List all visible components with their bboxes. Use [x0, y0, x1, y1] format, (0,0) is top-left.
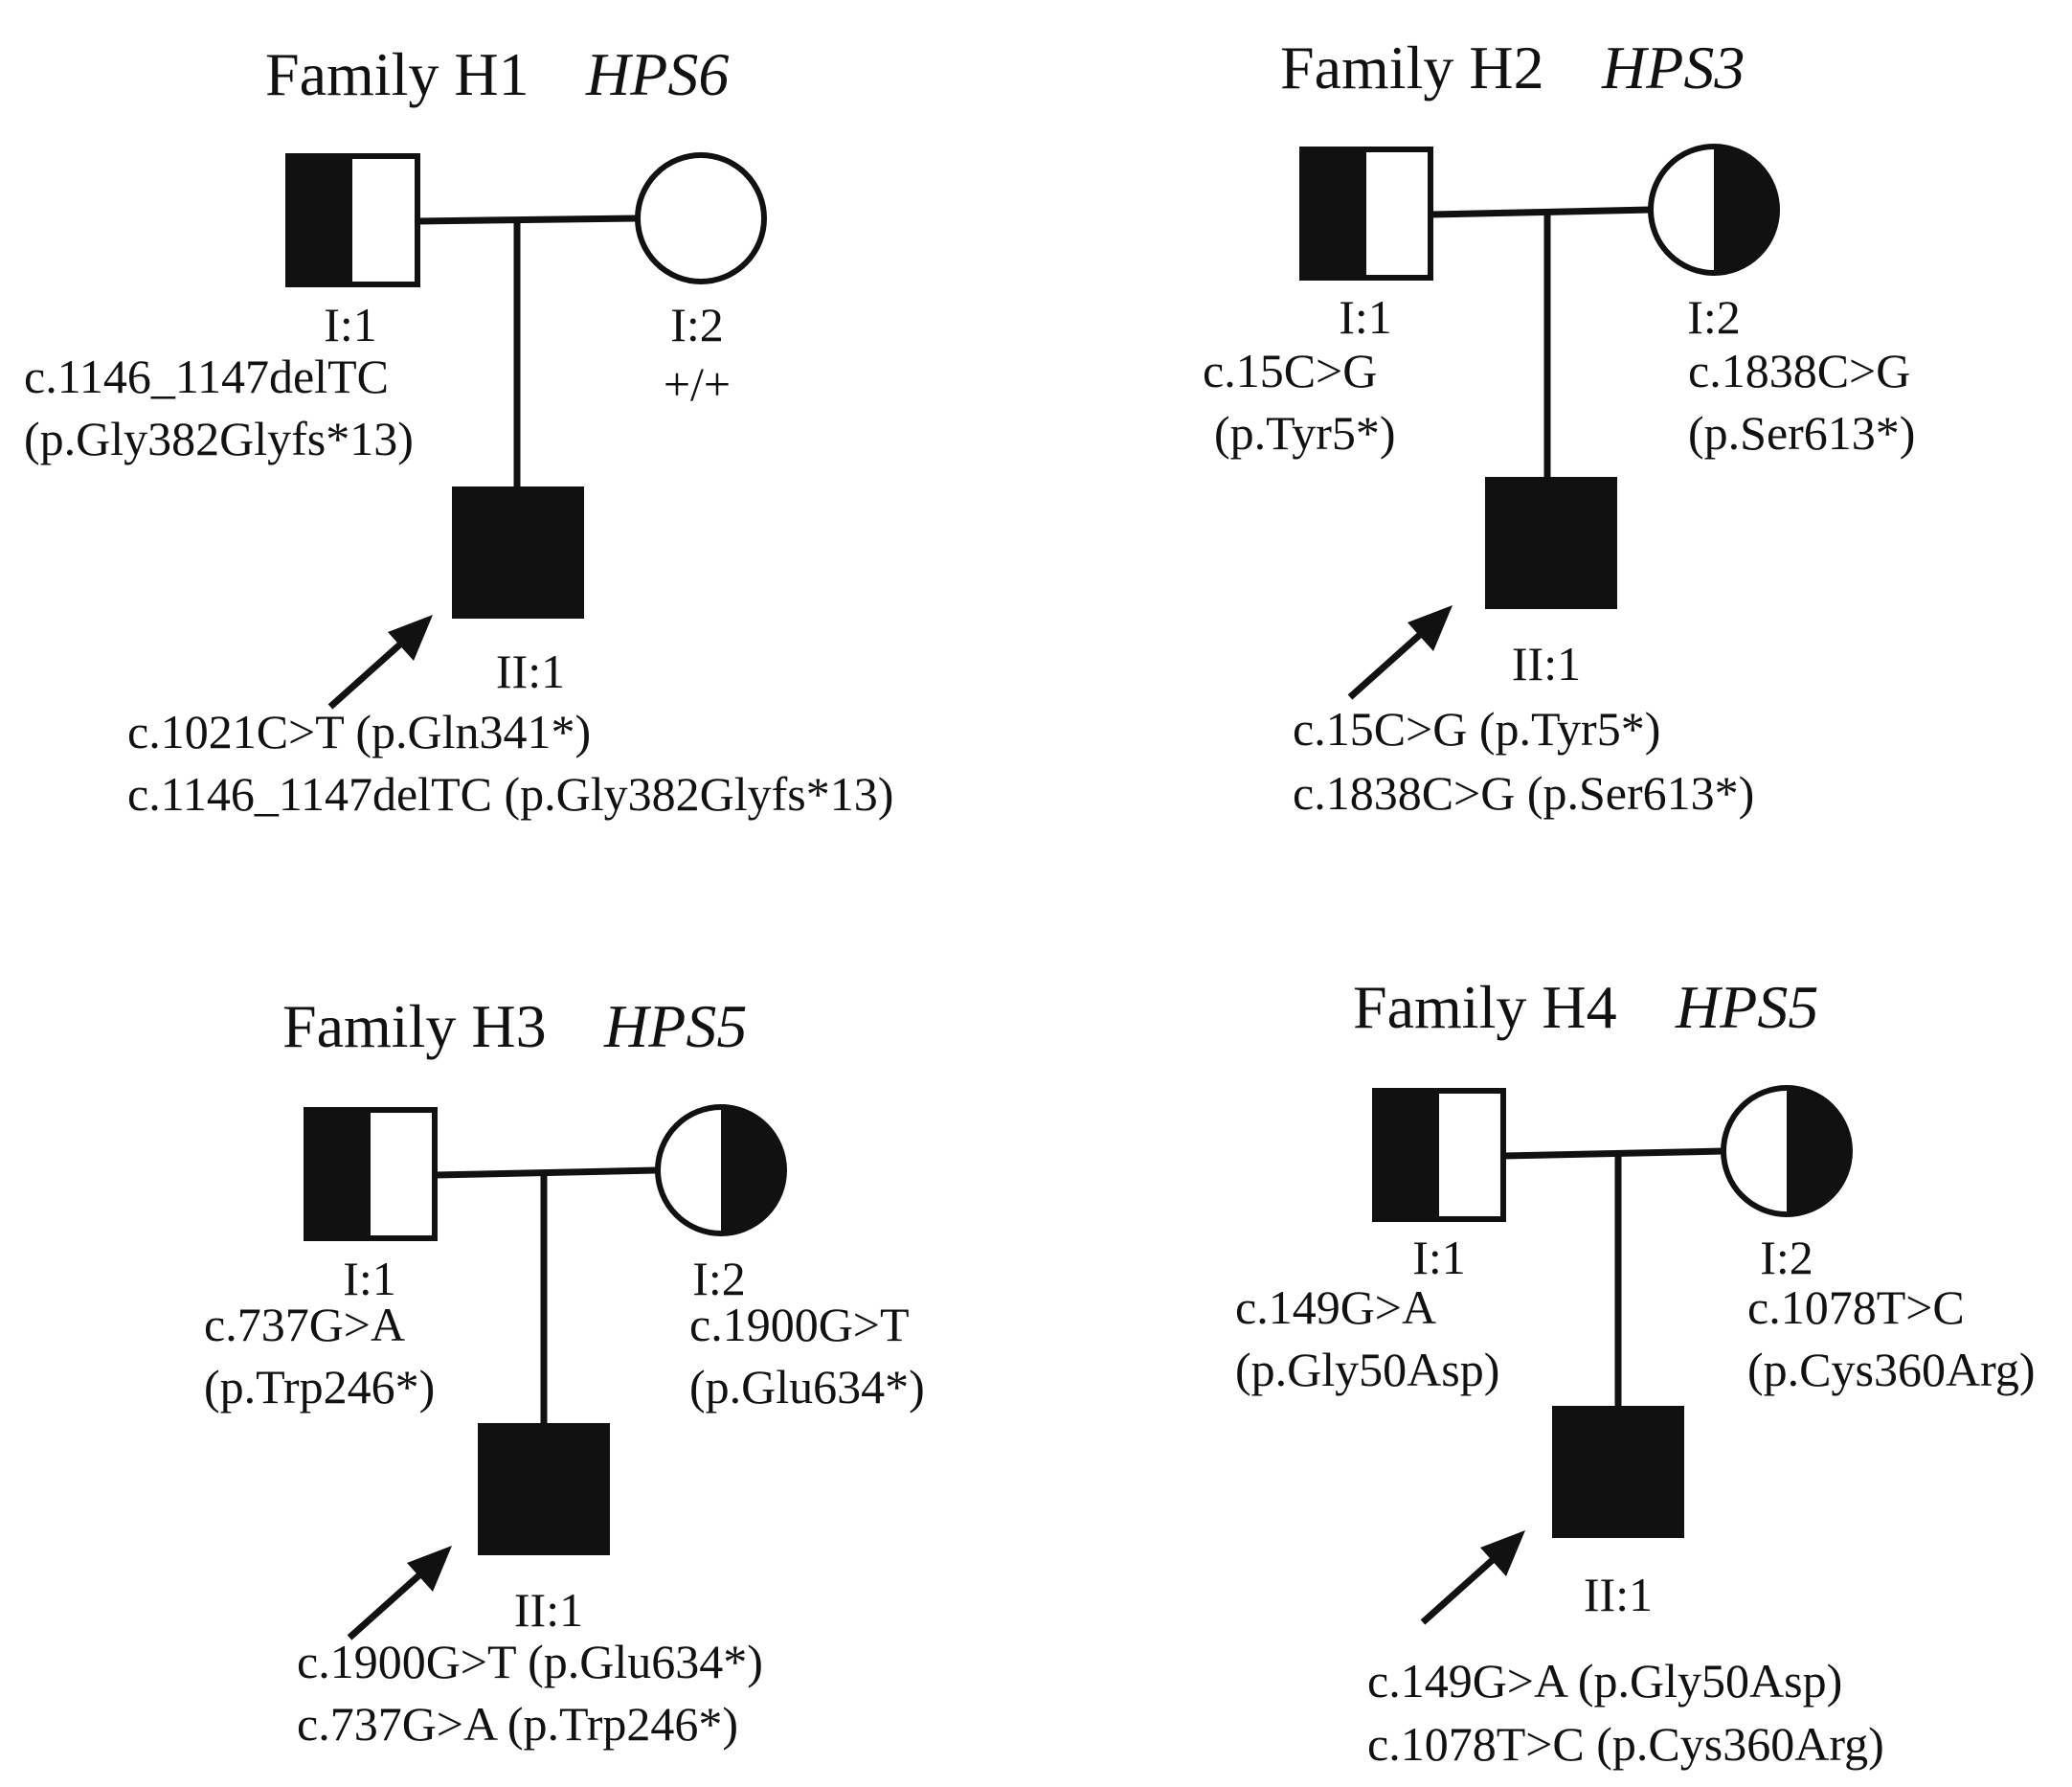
- proband-id: II:1: [496, 645, 565, 698]
- proband-arrowhead: [1480, 1530, 1525, 1576]
- proband-arrow: [1347, 622, 1434, 700]
- family-title: Family H4: [1353, 973, 1617, 1041]
- father-id: I:1: [324, 298, 377, 351]
- mating-line: [417, 215, 639, 225]
- proband-arrowhead: [1408, 605, 1453, 651]
- mating-line: [1502, 1147, 1724, 1160]
- mother-symbol: [1648, 144, 1780, 276]
- proband-symbol: [1552, 1406, 1684, 1538]
- mating-line: [1430, 206, 1652, 218]
- proband-symbol: [452, 486, 584, 619]
- proband-arrow: [1420, 1547, 1507, 1625]
- mother-protein: (p.Ser613*): [1688, 406, 1915, 460]
- mother-protein: (p.Cys360Arg): [1747, 1343, 2035, 1396]
- family-title: Family H1: [265, 40, 529, 108]
- father-variant: c.149G>A: [1235, 1280, 1436, 1334]
- proband-variant-2: c.1146_1147delTC (p.Gly382Glyfs*13): [127, 767, 893, 821]
- gene-name: HPS6: [585, 40, 729, 108]
- father-symbol: [1299, 147, 1433, 281]
- father-protein: (p.Tyr5*): [1214, 406, 1396, 460]
- mother-symbol: [655, 1104, 787, 1236]
- father-symbol: [304, 1107, 438, 1241]
- gene-name: HPS5: [603, 992, 747, 1060]
- proband-variant-1: c.1021C>T (p.Gln341*): [127, 705, 591, 758]
- mother-id: I:2: [1687, 290, 1741, 344]
- proband-id: II:1: [1584, 1568, 1653, 1621]
- mother-genotype: +/+: [664, 357, 731, 411]
- father-protein: (p.Gly382Glyfs*13): [24, 412, 414, 465]
- mother-id: I:2: [692, 1252, 746, 1305]
- father-id: I:1: [1339, 290, 1392, 344]
- family-title: Family H3: [282, 992, 547, 1060]
- family-title: Family H2: [1280, 34, 1544, 102]
- mother-variant: c.1078T>C: [1747, 1280, 1965, 1334]
- proband-variant-2: c.737G>A (p.Trp246*): [297, 1697, 738, 1751]
- proband-variant-2: c.1838C>G (p.Ser613*): [1293, 766, 1754, 820]
- mother-symbol: [1721, 1085, 1853, 1217]
- gene-name: HPS5: [1675, 973, 1818, 1041]
- father-symbol: [285, 153, 420, 287]
- mother-symbol: [635, 152, 767, 284]
- mother-variant: c.1900G>T: [689, 1298, 910, 1351]
- father-variant: c.737G>A: [204, 1298, 405, 1351]
- gene-name: HPS3: [1601, 34, 1745, 102]
- mother-id: I:2: [670, 298, 724, 351]
- family-h4: Family H4 HPS5 I:1 c.149G>A (p.Gly50Asp)…: [1235, 973, 2035, 1771]
- proband-arrowhead: [407, 1546, 452, 1592]
- family-h3: Family H3 HPS5 I:1 c.737G>A (p.Trp246*) …: [204, 992, 925, 1751]
- father-variant: c.15C>G: [1203, 344, 1377, 397]
- mother-protein: (p.Glu634*): [689, 1360, 925, 1414]
- family-h1: Family H1 HPS6 I:1 c.1146_1147delTC (p.G…: [24, 40, 893, 821]
- father-protein: (p.Trp246*): [204, 1360, 435, 1414]
- proband-symbol: [1485, 477, 1617, 609]
- proband-arrow: [327, 631, 415, 710]
- father-id: I:1: [343, 1252, 396, 1305]
- proband-id: II:1: [514, 1583, 583, 1637]
- mother-id: I:2: [1760, 1231, 1813, 1284]
- proband-variant-1: c.15C>G (p.Tyr5*): [1293, 702, 1660, 756]
- proband-variant-1: c.1900G>T (p.Glu634*): [297, 1635, 763, 1688]
- proband-variant-2: c.1078T>C (p.Cys360Arg): [1367, 1717, 1884, 1771]
- father-protein: (p.Gly50Asp): [1235, 1343, 1499, 1396]
- proband-symbol: [478, 1423, 610, 1555]
- mother-variant: c.1838C>G: [1688, 344, 1910, 397]
- family-h2: Family H2 HPS3 I:1 c.15C>G (p.Tyr5*) I:2…: [1203, 34, 1915, 820]
- proband-arrow: [347, 1562, 434, 1640]
- proband-variant-1: c.149G>A (p.Gly50Asp): [1367, 1654, 1842, 1708]
- proband-arrowhead: [388, 615, 433, 661]
- father-symbol: [1372, 1088, 1506, 1222]
- father-variant: c.1146_1147delTC: [24, 350, 389, 403]
- proband-id: II:1: [1512, 637, 1581, 690]
- mating-line: [434, 1166, 658, 1179]
- father-id: I:1: [1412, 1231, 1466, 1284]
